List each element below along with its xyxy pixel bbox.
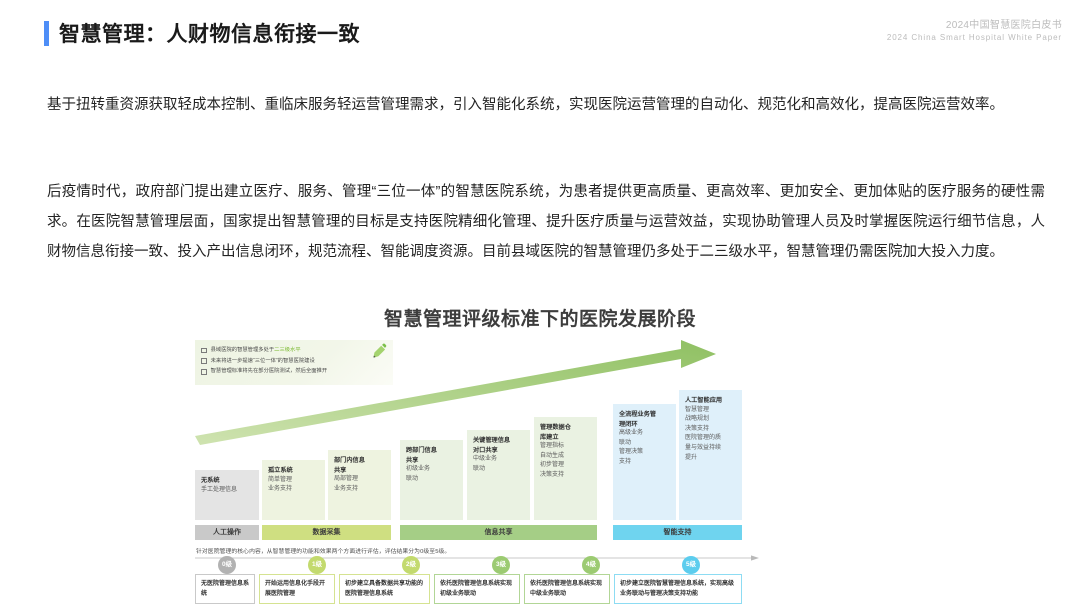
level-description-3: 依托医院管理信息系统实现初级业务联动 [434,574,520,604]
brand-title-en: 2024 China Smart Hospital White Paper [886,33,1062,42]
title-accent-bar [44,20,49,46]
level-description-5: 初步建立医院智慧管理信息系统，实现高级业务联动与管理决策支持功能 [614,574,742,604]
note-text: 智慧管理标准将先在部分医院测试，然后全面推开 [210,368,328,375]
note-item-1: 未来将进一步提速“三位一体”的智慧医院建设 [201,356,387,367]
brand-title-cn: 2024中国智慧医院白皮书 [945,20,1062,31]
note-item-0: 县域医院的智慧管理多处于二三级水平 [201,345,387,356]
pencil-icon [373,343,387,358]
stage-desc: 初级业务联动 [406,466,431,482]
level-marker-2: 2级 [402,556,420,574]
band-manual: 人工操作 [195,525,259,540]
level-marker-0: 0级 [218,556,236,574]
brand-mark: 2024中国智慧医院白皮书 2024 China Smart Hospital … [887,19,1062,44]
level-marker-5: 5级 [682,556,700,574]
stage-desc: 中级业务联动 [473,456,498,472]
stage-name: 无系统 [201,477,220,484]
stage-desc: 局部管理业务支持 [334,476,359,492]
stage-name: 部门内信息共享 [334,457,365,474]
note-text: 县域医院的智慧管理多处于 [210,347,275,353]
level-marker-1: 1级 [308,556,326,574]
checkbox-square-icon [201,347,207,354]
stage-desc: 管理指标自动生成初步管理决策支持 [540,443,565,478]
stage-box-2: 部门内信息共享 局部管理业务支持 [328,450,391,520]
band-data-capture: 数据采集 [262,525,391,540]
band-smart-support: 智能支持 [613,525,742,540]
note-highlight: 二三级水平 [274,347,301,353]
figure-title: 智慧管理评级标准下的医院发展阶段 [383,309,696,330]
stage-desc: 手工处理信息 [201,486,238,493]
figure-container: 智慧管理评级标准下的医院发展阶段 县域医院的智慧管理多处于二三级水平 未来将进一… [0,300,1080,604]
stage-box-7: 人工智能应用 智慧管理战略规划决策支持医院管理的质量与效益持续提升 [679,390,742,520]
page-header: 智慧管理：人财物信息衔接一致 2024中国智慧医院白皮书 2024 China … [0,0,1080,68]
stage-name: 关键管理信息对口共享 [473,437,511,454]
stage-desc: 智慧管理战略规划决策支持医院管理的质量与效益持续提升 [685,406,722,461]
stage-desc: 简单管理业务支持 [268,476,293,493]
stage-box-0: 无系统 手工处理信息 [195,470,259,520]
level-marker-4: 4级 [582,556,600,574]
level-description-4: 依托医院管理信息系统实现中级业务联动 [524,574,610,604]
checkbox-square-icon [201,368,207,375]
stage-box-3: 跨部门信息共享 初级业务联动 [400,440,463,520]
checkbox-square-icon [201,358,207,364]
stage-name: 跨部门信息共享 [406,447,437,464]
development-stage-diagram: 县域医院的智慧管理多处于二三级水平 未来将进一步提速“三位一体”的智慧医院建设 … [195,338,760,604]
stage-box-4: 关键管理信息对口共享 中级业务联动 [467,430,530,520]
stage-box-6: 全流程业务管理闭环 高级业务联动管理决策支持 [613,404,676,520]
note-text: 未来将进一步提速“三位一体”的智慧医院建设 [210,357,315,364]
level-description-0: 无医院管理信息系统 [195,574,255,604]
note-item-2: 智慧管理标准将先在部分医院测试，然后全面推开 [201,366,387,377]
level-description-row: 无医院管理信息系统 开始运用信息化手段开展医院管理 初步建立具备数据共享功能的医… [195,574,760,606]
stage-name: 人工智能应用 [685,397,723,404]
progress-axis-arrow-icon [195,555,759,561]
maturity-band-row: 人工操作 数据采集 信息共享 智能支持 [195,525,760,540]
stage-name: 孤立系统 [268,467,293,474]
band-info-sharing: 信息共享 [400,525,597,540]
level-marker-row: 0级 1级 2级 3级 4级 5级 [195,556,760,576]
stage-box-5: 管理数据仓库建立 管理指标自动生成初步管理决策支持 [534,417,597,520]
stage-name: 全流程业务管理闭环 [619,411,657,428]
notes-box: 县域医院的智慧管理多处于二三级水平 未来将进一步提速“三位一体”的智慧医院建设 … [195,340,393,385]
paragraph-intro: 基于扭转重资源获取轻成本控制、重临床服务轻运营管理需求，引入智能化系统，实现医院… [47,97,1004,113]
level-marker-3: 3级 [492,556,510,574]
page-title-row: 智慧管理：人财物信息衔接一致 [44,18,360,48]
stage-name: 管理数据仓库建立 [540,424,571,441]
stage-staircase: 无系统 手工处理信息 孤立系统 简单管理业务支持 部门内信息共享 局部管理业务支… [195,380,760,520]
figure-caption: 针对医院管理的核心内容，从智慧管理的功能和效果两个方面进行评估，评估结果分为0级… [196,549,451,555]
paragraph-detail: 后疫情时代，政府部门提出建立医疗、服务、管理“三位一体”的智慧医院系统，为患者提… [47,184,1045,260]
page-title: 智慧管理：人财物信息衔接一致 [59,23,360,46]
stage-box-1: 孤立系统 简单管理业务支持 [262,460,325,520]
level-description-1: 开始运用信息化手段开展医院管理 [259,574,335,604]
level-description-2: 初步建立具备数据共享功能的医院管理信息系统 [339,574,430,604]
stage-desc: 高级业务联动管理决策支持 [619,430,644,465]
